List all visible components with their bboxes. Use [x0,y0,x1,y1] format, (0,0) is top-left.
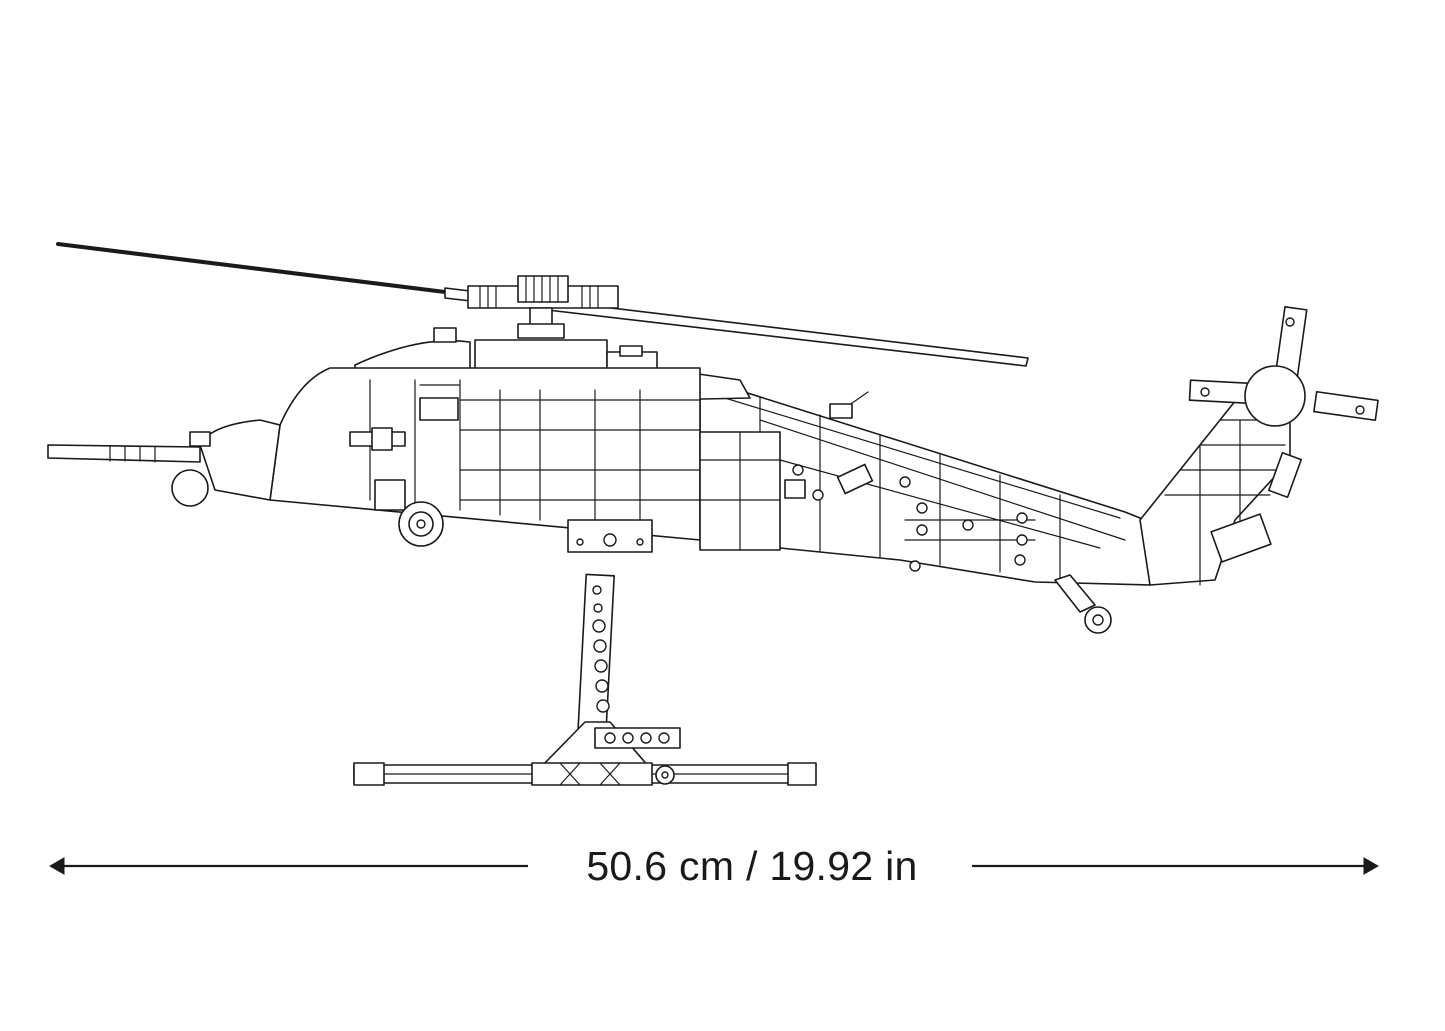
tail-fin [1139,394,1303,586]
antenna-base [829,403,853,419]
tail-elevator [1210,513,1272,563]
display-stand [353,573,817,786]
cowl-cap [433,327,457,343]
front-wheel [374,479,444,547]
nose-sensor [171,469,209,507]
dimension-line [48,857,1380,875]
tail-rotor [1188,306,1379,427]
stand-pole [577,573,615,737]
arrowhead-left-icon [48,857,65,875]
tail-rotor-blade-right [1313,390,1379,422]
fuselage-panels [369,379,701,529]
stand-base-center [531,762,653,786]
wheel-strut [374,479,406,511]
nose-light [189,431,211,447]
stand-arm [594,727,681,749]
refuel-probe [47,444,201,463]
side-gun [349,427,406,451]
tail-rotor-hub [1244,365,1306,427]
rotor-mast-base [517,323,565,339]
rotor-hub-ribs [479,286,599,308]
stand-base-end-left [353,762,385,786]
nose [47,419,281,507]
stand-pole-holes [592,585,610,713]
tail-boom-clip-small [784,479,806,499]
fuselage-body [269,367,701,541]
tail-fin-tab [1267,451,1303,499]
main-rotor [56,242,1029,367]
nose-cone [199,419,281,501]
tail-boom-clip [836,463,874,495]
tail-gear-strut [1054,574,1096,613]
stand-base-end-right [787,762,817,786]
rotor-gear-teeth [525,275,559,303]
dimension-label: 50.6 cm / 19.92 in [586,843,918,889]
rotor-blade-left [56,242,447,294]
tail-boom [699,377,1151,634]
cockpit-window [419,397,459,421]
tail-boom-holes [792,464,1028,572]
arrowhead-right-icon [1363,857,1380,875]
